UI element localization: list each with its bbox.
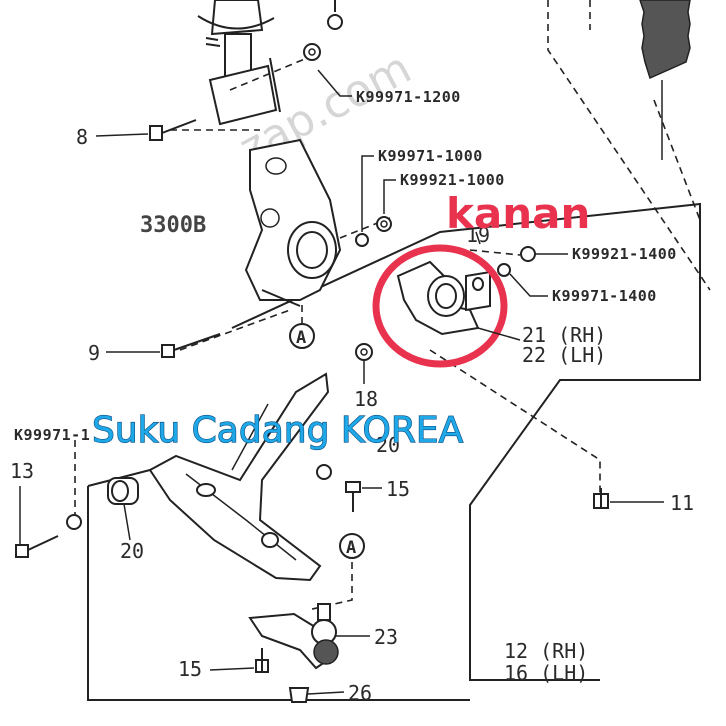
leader-26 [307, 691, 345, 695]
nut-k99971-1200 [303, 43, 321, 61]
nut-18 [355, 343, 373, 361]
callout-A-bottom: A [339, 533, 365, 559]
path-A-bottom [307, 562, 353, 611]
ball-joint-23 [248, 603, 339, 670]
label-23: 23 [374, 625, 398, 649]
svg-text:A: A [296, 328, 306, 348]
label-8: 8 [76, 125, 88, 149]
leader-1000b [383, 179, 396, 214]
leader-8 [95, 133, 149, 137]
nut-top-right [327, 0, 343, 30]
bolt-13 [15, 535, 59, 558]
label-k99971-partial: K99971-1 [14, 426, 90, 444]
nut-k99921-1400 [520, 246, 536, 262]
svg-text:A: A [346, 538, 356, 558]
washer-k99921-1000 [376, 216, 392, 232]
boundary-dashed-right [547, 0, 711, 291]
leader-15b [209, 667, 255, 671]
label-k99921-1000: K99921-1000 [400, 171, 505, 189]
path-nut-knuckle [339, 217, 391, 239]
nut-20b [316, 464, 332, 480]
leader-20 [123, 503, 131, 541]
label-15a: 15 [386, 477, 410, 501]
label-k99971-1200: K99971-1200 [356, 88, 461, 106]
bolt-9 [161, 333, 221, 358]
boundary-lower-box [87, 486, 470, 701]
path-nut-top [229, 55, 313, 91]
label-20b: 20 [376, 433, 400, 457]
brand-overlay: Suku Cadang KOREA [92, 410, 464, 451]
label-15b: 15 [178, 657, 202, 681]
lower-control-arm [148, 372, 330, 582]
label-k99971-1400: K99971-1400 [552, 287, 657, 305]
highlight-circle [372, 244, 508, 368]
kanan-label: kanan [446, 189, 590, 238]
steering-knuckle [244, 138, 342, 307]
bolt-15b [255, 648, 269, 673]
label-18: 18 [354, 387, 378, 411]
bolt-15a [345, 481, 361, 512]
label-20: 20 [120, 539, 144, 563]
label-11: 11 [670, 491, 694, 515]
leader-1400b [509, 273, 548, 297]
label-k99921-1400: K99921-1400 [572, 245, 677, 263]
washer-13 [66, 514, 82, 530]
leader-21 [477, 327, 521, 341]
nut-k99971-1400 [497, 263, 511, 277]
label-k99971-1000: K99971-1000 [378, 147, 483, 165]
label-16: 16 (LH) [504, 661, 588, 685]
label-19: 19 [466, 223, 490, 247]
leader-1000a [361, 155, 374, 232]
label-diagram-code: 3300B [140, 213, 206, 238]
boundary-upper-right [231, 202, 701, 681]
rear-bushing-bracket [396, 260, 491, 336]
label-22: 22 (LH) [522, 343, 606, 367]
nut-k99971-1000 [355, 233, 369, 247]
label-13: 13 [10, 459, 34, 483]
nut-26 [288, 687, 310, 703]
bolt-8 [149, 119, 197, 141]
label-9: 9 [88, 341, 100, 365]
leader-19 [475, 231, 481, 245]
leader-1200 [317, 69, 352, 97]
dust-boot [639, 0, 701, 221]
label-21: 21 (RH) [522, 323, 606, 347]
label-12: 12 (RH) [504, 639, 588, 663]
path-nut-1400 [469, 249, 521, 256]
label-26: 26 [348, 681, 372, 705]
bolt-11 [593, 488, 609, 509]
path-bolt-9 [179, 309, 291, 351]
callout-A-top: A [289, 323, 315, 349]
bushing-20 [107, 477, 139, 505]
strut-assembly [197, 0, 281, 126]
